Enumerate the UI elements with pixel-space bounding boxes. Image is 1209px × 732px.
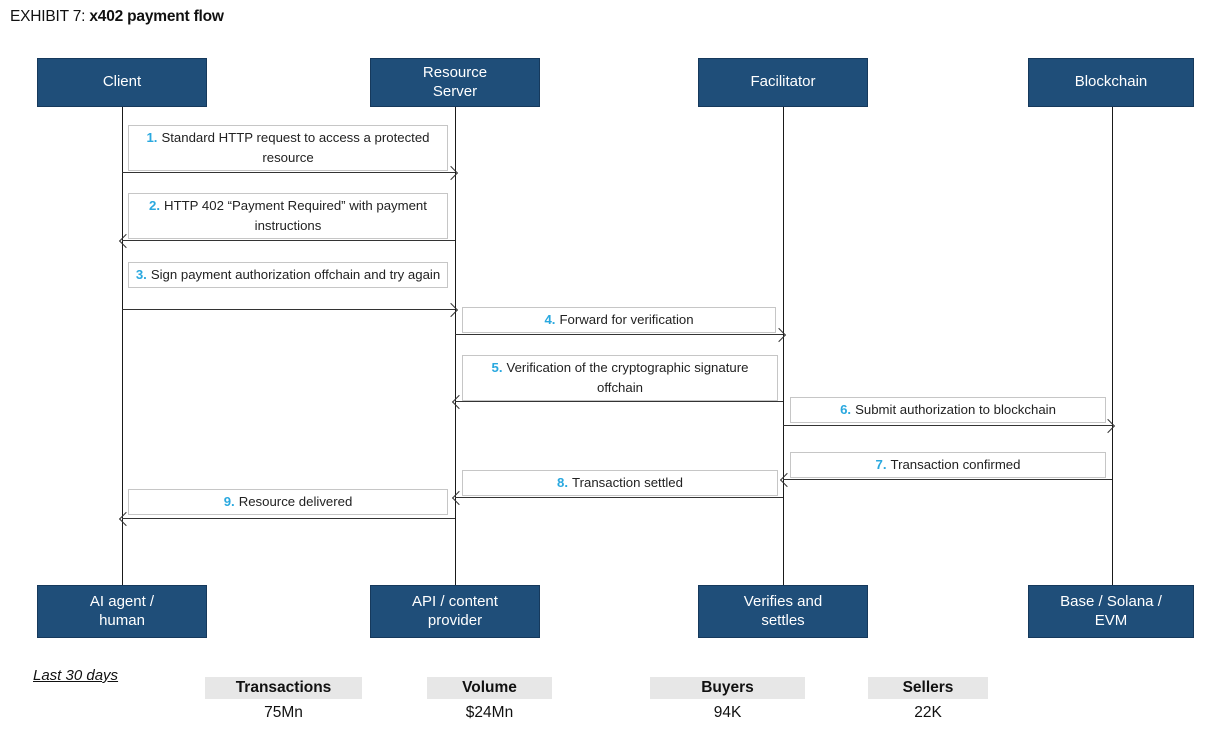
message-1-label: 1.Standard HTTP request to access a prot… xyxy=(128,125,448,171)
message-3-number: 3. xyxy=(135,267,147,282)
message-5-number: 5. xyxy=(491,360,503,375)
message-2-arrow xyxy=(122,240,455,241)
stat-column-volume: Volume $24Mn xyxy=(427,677,552,722)
message-4-label: 4.Forward for verification xyxy=(462,307,776,333)
stat-header-sellers: Sellers xyxy=(868,677,988,699)
message-5-text: Verification of the cryptographic signat… xyxy=(506,360,749,395)
message-6-arrow xyxy=(783,425,1112,426)
stat-header-volume: Volume xyxy=(427,677,552,699)
actor-role-facilitator: Verifies and settles xyxy=(698,585,868,638)
actor-box-blockchain: Blockchain xyxy=(1028,58,1194,107)
message-3-label: 3.Sign payment authorization offchain an… xyxy=(128,262,448,288)
stat-header-buyers: Buyers xyxy=(650,677,805,699)
stat-header-transactions: Transactions xyxy=(205,677,362,699)
actor-role-resource-server: API / content provider xyxy=(370,585,540,638)
message-9-label: 9.Resource delivered xyxy=(128,489,448,515)
actor-role-blockchain: Base / Solana / EVM xyxy=(1028,585,1194,638)
message-9-text: Resource delivered xyxy=(238,494,353,509)
page-title: EXHIBIT 7: x402 payment flow xyxy=(10,8,224,26)
exhibit-name: x402 payment flow xyxy=(89,8,224,25)
message-1-text: Standard HTTP request to access a protec… xyxy=(161,130,430,165)
lifeline-resource-server xyxy=(455,107,456,585)
lifeline-client xyxy=(122,107,123,585)
message-7-arrow xyxy=(783,479,1112,480)
message-3-text: Sign payment authorization offchain and … xyxy=(150,267,441,282)
message-5-label: 5.Verification of the cryptographic sign… xyxy=(462,355,778,401)
message-2-number: 2. xyxy=(149,198,161,213)
message-8-number: 8. xyxy=(557,475,569,490)
message-1-number: 1. xyxy=(146,130,158,145)
message-4-number: 4. xyxy=(544,312,556,327)
message-5-arrow xyxy=(455,401,783,402)
lifeline-blockchain xyxy=(1112,107,1113,585)
stat-value-volume: $24Mn xyxy=(465,704,514,721)
message-7-label: 7.Transaction confirmed xyxy=(790,452,1106,478)
message-3-arrow xyxy=(122,309,455,310)
actor-box-facilitator: Facilitator xyxy=(698,58,868,107)
message-2-text: HTTP 402 “Payment Required” with payment… xyxy=(164,198,427,233)
message-7-text: Transaction confirmed xyxy=(890,457,1021,472)
message-9-number: 9. xyxy=(223,494,235,509)
stat-value-sellers: 22K xyxy=(914,704,942,721)
message-1-arrow xyxy=(122,172,455,173)
message-7-number: 7. xyxy=(875,457,887,472)
message-8-text: Transaction settled xyxy=(572,475,683,490)
message-6-number: 6. xyxy=(840,402,852,417)
stat-value-buyers: 94K xyxy=(713,704,742,721)
exhibit-number: EXHIBIT 7: xyxy=(10,8,90,25)
stats-period-label: Last 30 days xyxy=(33,667,119,684)
lifeline-facilitator xyxy=(783,107,784,585)
actor-role-client: AI agent / human xyxy=(37,585,207,638)
message-8-arrow xyxy=(455,497,783,498)
stat-column-buyers: Buyers 94K xyxy=(650,677,805,722)
stat-value-transactions: 75Mn xyxy=(264,704,303,721)
stat-column-transactions: Transactions 75Mn xyxy=(205,677,362,722)
actor-box-resource-server: Resource Server xyxy=(370,58,540,107)
message-4-arrow xyxy=(455,334,783,335)
message-6-text: Submit authorization to blockchain xyxy=(855,402,1056,417)
message-2-label: 2.HTTP 402 “Payment Required” with payme… xyxy=(128,193,448,239)
message-9-arrow xyxy=(122,518,455,519)
stat-column-sellers: Sellers 22K xyxy=(868,677,988,722)
actor-box-client: Client xyxy=(37,58,207,107)
message-6-label: 6.Submit authorization to blockchain xyxy=(790,397,1106,423)
message-4-text: Forward for verification xyxy=(559,312,694,327)
message-8-label: 8.Transaction settled xyxy=(462,470,778,496)
